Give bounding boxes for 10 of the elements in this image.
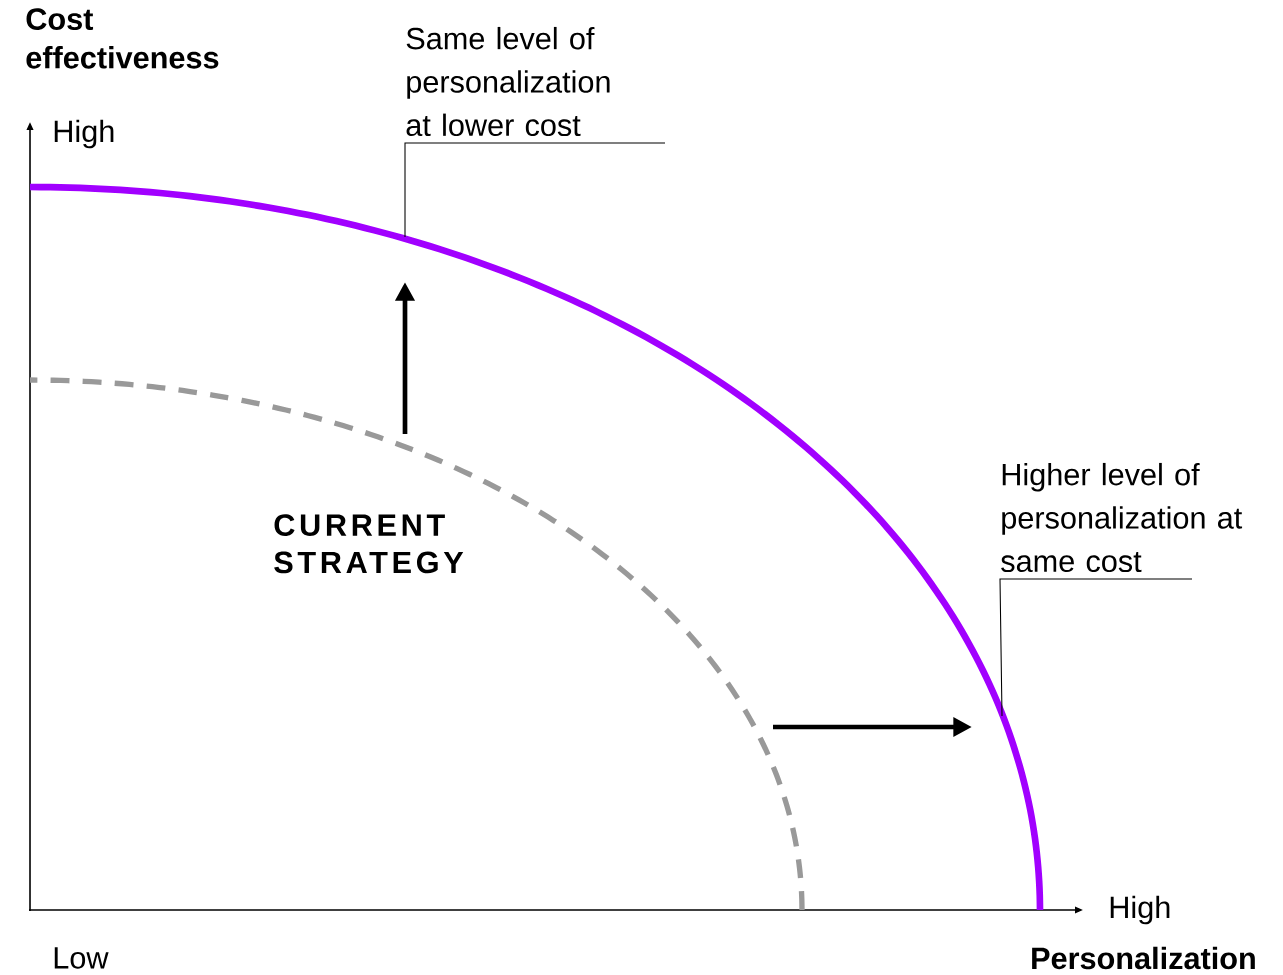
axis-title: Cost effectiveness (26, 8, 219, 69)
axis-label: High (1110, 895, 1170, 925)
curve-label: CURRENT STRATEGY (274, 514, 464, 574)
leader-line (999, 578, 1193, 717)
axis-title: Personalization (1032, 946, 1255, 970)
leader-line (404, 142, 666, 238)
annotation-text: Same level of personalization at lower cost (406, 26, 610, 137)
annotation-text: Higher level of personalization at same cost (1001, 462, 1243, 573)
axis-label: High (54, 119, 114, 149)
axis-label: Low (54, 947, 109, 969)
